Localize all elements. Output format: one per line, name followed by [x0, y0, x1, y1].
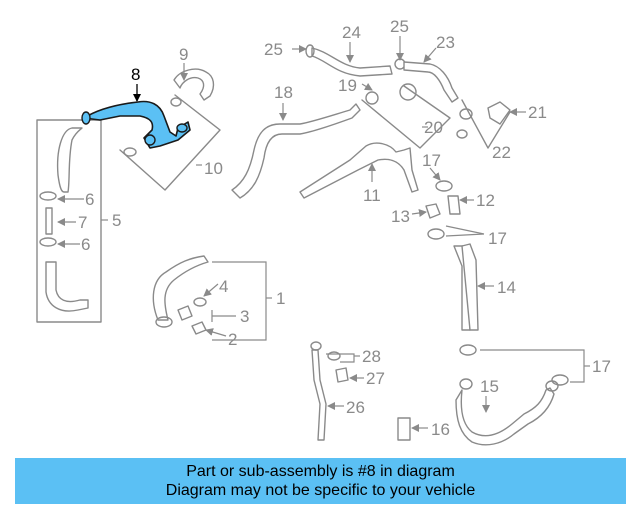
callout-6a: 6: [85, 190, 94, 209]
callout-22: 22: [492, 143, 511, 162]
callout-7: 7: [78, 213, 87, 232]
callout-10: 10: [204, 159, 223, 178]
callout-25a: 25: [264, 40, 283, 59]
pipe-9: [173, 68, 215, 101]
callout-19: 19: [338, 76, 357, 95]
callout-25b: 25: [390, 17, 409, 36]
callout-9: 9: [179, 45, 188, 64]
callout-11: 11: [363, 186, 381, 205]
callout-16: 16: [431, 420, 450, 439]
part-8-coolant-pipe[interactable]: [81, 100, 191, 149]
hose-24: [305, 44, 393, 77]
leader-4: [203, 283, 219, 297]
callout-4: 4: [219, 277, 228, 296]
pipe-11: [299, 142, 419, 199]
callout-14: 14: [497, 278, 516, 297]
callout-26: 26: [346, 398, 365, 417]
callout-23: 23: [436, 33, 455, 52]
banner-line-1: Part or sub-assembly is #8 in diagram: [186, 463, 455, 480]
hose-23: [403, 61, 459, 103]
banner-line-2: Diagram may not be specific to your vehi…: [165, 482, 476, 499]
callout-27: 27: [366, 369, 385, 388]
callout-28: 28: [362, 347, 381, 366]
pipe-18: [231, 103, 361, 199]
callout-17c: 17: [592, 357, 611, 376]
info-banner: Part or sub-assembly is #8 in diagram Di…: [15, 458, 626, 504]
callout-21: 21: [528, 103, 547, 122]
fitting-12: [447, 195, 461, 215]
callout-6b: 6: [81, 235, 90, 254]
callout-5: 5: [112, 211, 121, 230]
leader-17b: [445, 225, 485, 237]
callout-15: 15: [480, 377, 499, 396]
clamp-17d: [551, 374, 569, 386]
callout-18: 18: [274, 83, 293, 102]
fitting-16: [397, 417, 411, 441]
leader-2: [205, 328, 227, 337]
clamp-17c: [459, 344, 477, 356]
hose-group-5: [36, 119, 102, 323]
callout-24: 24: [342, 23, 361, 42]
callout-20: 20: [424, 118, 443, 137]
callout-3: 3: [240, 307, 249, 326]
parts-diagram: 5 6 7 6 8 9 10 18 25 24 25 23: [36, 17, 611, 446]
leader-19: [361, 82, 373, 91]
callout-2: 2: [228, 330, 237, 349]
callout-17b: 17: [488, 229, 507, 248]
leader-1-bracket: [212, 261, 267, 341]
clamp-17a: [435, 180, 453, 192]
fitting-13: [425, 203, 441, 219]
leader-3: [211, 310, 236, 322]
bracket-22: [461, 99, 511, 149]
pipe-14: [453, 243, 479, 331]
clamp-17b: [427, 228, 445, 240]
callout-1: 1: [276, 289, 285, 308]
leader-23: [423, 47, 437, 63]
callout-13: 13: [391, 207, 410, 226]
pipe-26: [310, 341, 327, 441]
leader-17a: [429, 167, 441, 181]
leader-13: [411, 209, 427, 217]
callout-8: 8: [131, 65, 140, 84]
fitting-27: [335, 367, 349, 383]
bracket-10: [119, 94, 221, 191]
fitting-21: [487, 101, 511, 125]
callout-17a: 17: [422, 151, 441, 170]
callout-12: 12: [476, 191, 495, 210]
hose-assembly-1: [152, 255, 209, 335]
housing-19: [361, 83, 451, 149]
hose-15: [455, 378, 559, 446]
